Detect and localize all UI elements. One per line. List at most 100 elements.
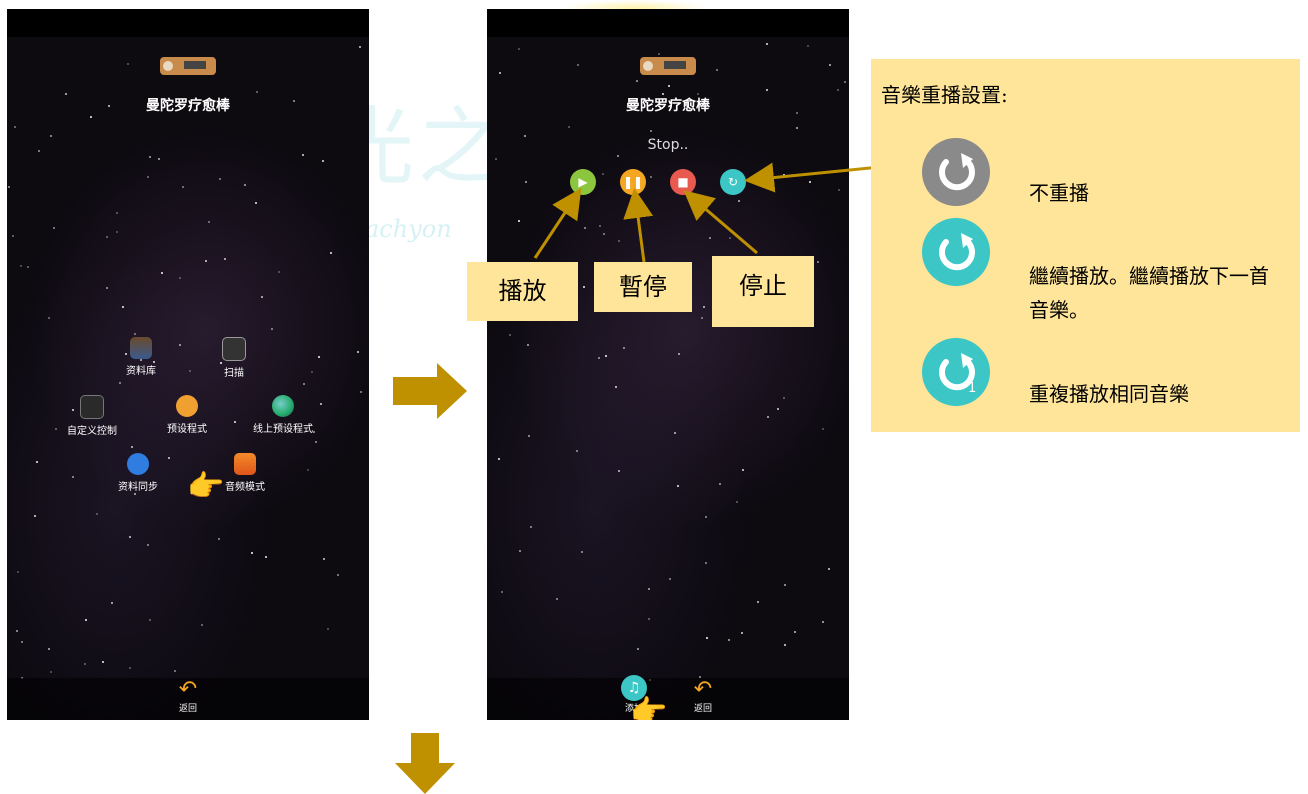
music-note-icon — [234, 453, 256, 475]
star — [529, 526, 532, 529]
star — [13, 126, 16, 129]
star — [757, 601, 760, 604]
left-phone-screen: 曼陀罗疗愈棒 资料库 扫描 自定义控制 预设程式 线上预设程式 资料同步 音频模… — [7, 9, 369, 720]
star — [49, 670, 52, 673]
star — [158, 158, 161, 161]
back-button[interactable]: ↶ 返回 — [158, 679, 218, 715]
back-button[interactable]: ↶ 返回 — [673, 679, 733, 715]
star — [179, 276, 182, 279]
star — [182, 185, 185, 188]
label-stop: 停止 — [712, 256, 814, 327]
star — [703, 305, 706, 308]
star — [16, 570, 19, 573]
repeat-button[interactable]: ↻ — [720, 169, 746, 195]
star — [133, 333, 136, 336]
status-bar — [7, 9, 369, 37]
star — [168, 456, 171, 459]
star — [697, 93, 700, 96]
star — [783, 583, 786, 586]
star — [148, 618, 151, 621]
star — [110, 602, 113, 605]
star — [704, 516, 707, 519]
star — [708, 237, 711, 240]
star — [568, 125, 570, 128]
star — [312, 430, 315, 433]
menu-audio-mode[interactable]: 音频模式 — [190, 453, 300, 493]
star — [765, 43, 768, 46]
star — [16, 629, 19, 632]
menu-online-preset[interactable]: 线上预设程式 — [228, 395, 338, 435]
star — [766, 88, 769, 91]
star — [153, 361, 156, 364]
star — [604, 354, 607, 357]
star — [667, 85, 670, 88]
menu-custom-control[interactable]: 自定义控制 — [37, 395, 147, 437]
star — [661, 93, 664, 96]
star — [782, 174, 785, 177]
star — [127, 62, 130, 65]
scanner-icon — [222, 337, 246, 361]
star — [358, 45, 361, 48]
star — [34, 514, 37, 517]
star — [115, 231, 118, 234]
star — [555, 597, 558, 600]
menu-preset-program[interactable]: 预设程式 — [132, 395, 242, 435]
star — [598, 224, 601, 227]
star — [302, 154, 305, 157]
star — [618, 469, 621, 472]
repeat-one-text: 重複播放相同音樂 — [1029, 382, 1189, 406]
star — [21, 640, 24, 643]
add-button[interactable]: ♫ 添加 — [604, 675, 664, 714]
star — [20, 265, 23, 268]
star — [509, 333, 512, 336]
star — [327, 627, 330, 630]
star — [243, 183, 246, 186]
star — [668, 577, 671, 580]
star — [310, 370, 313, 373]
star — [174, 669, 177, 672]
label-play: 播放 — [467, 262, 578, 321]
star — [838, 189, 841, 192]
star — [71, 408, 74, 411]
repeat-one-icon: 1 — [921, 337, 991, 407]
menu-data-sync[interactable]: 资料同步 — [83, 453, 193, 493]
star — [337, 574, 340, 576]
star — [200, 624, 203, 627]
star — [623, 346, 626, 349]
star — [498, 72, 501, 75]
star — [264, 556, 267, 559]
arrow-right-icon — [393, 363, 467, 419]
app-title: 曼陀罗疗愈棒 — [146, 98, 230, 114]
repeat-off-text: 不重播 — [1029, 181, 1089, 205]
star — [226, 105, 229, 108]
star — [115, 212, 118, 215]
star — [649, 176, 652, 178]
menu-scan[interactable]: 扫描 — [179, 337, 289, 379]
pointing-hand-icon: 👉 — [187, 469, 225, 504]
star — [55, 427, 58, 430]
star — [270, 328, 273, 331]
star — [318, 355, 321, 358]
star — [133, 492, 136, 495]
pause-icon: ❚❚ — [622, 175, 644, 189]
star — [728, 638, 731, 641]
menu-library[interactable]: 资料库 — [86, 337, 196, 377]
panel-title: 音樂重播設置: — [881, 83, 1008, 107]
star — [277, 270, 280, 273]
star — [517, 48, 520, 51]
star — [234, 421, 237, 423]
star — [843, 80, 846, 83]
star — [527, 344, 530, 347]
star — [494, 157, 497, 160]
star — [53, 227, 56, 230]
star — [261, 295, 264, 298]
star — [102, 660, 105, 663]
star — [836, 89, 839, 92]
star — [223, 257, 226, 260]
star — [251, 551, 254, 554]
star — [576, 450, 579, 453]
star — [795, 111, 798, 114]
star — [615, 386, 618, 389]
star — [728, 237, 731, 240]
bottom-bar — [487, 678, 849, 720]
